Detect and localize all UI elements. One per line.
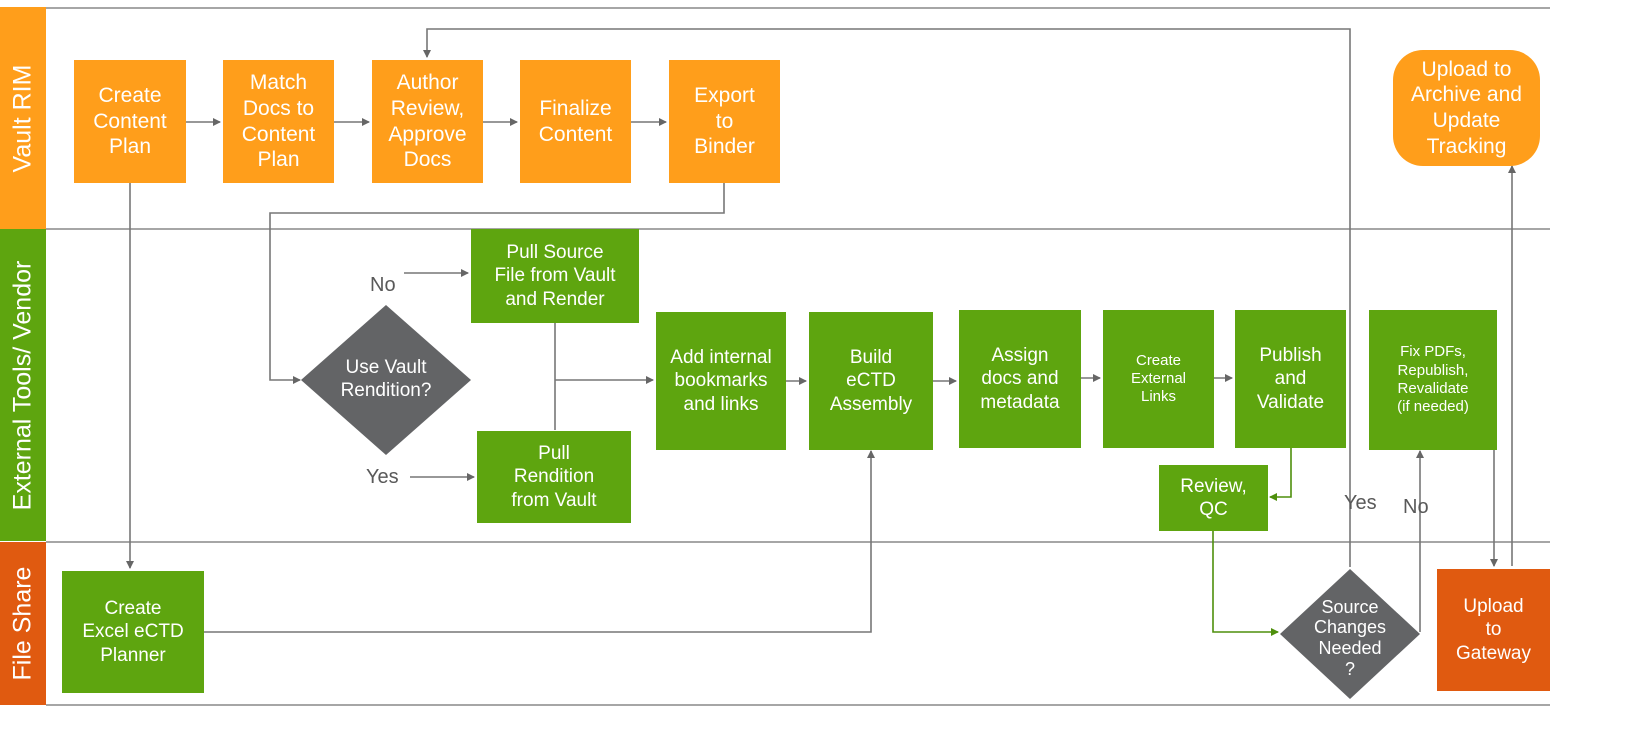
label-no-right: No xyxy=(1403,496,1429,518)
arrow-export-to-decision xyxy=(269,183,725,384)
node-build-ectd: Build eCTD Assembly xyxy=(809,312,933,450)
node-pull-rendition: Pull Rendition from Vault xyxy=(477,431,631,523)
label-yes-bottom: Yes xyxy=(366,466,399,488)
node-add-bookmarks: Add internal bookmarks and links xyxy=(656,312,786,450)
node-export-binder: Export to Binder xyxy=(669,60,780,183)
lane-border-top xyxy=(46,7,1550,9)
node-use-vault-rendition-text: Use Vault Rendition? xyxy=(340,357,432,401)
decision-use-vault-rendition xyxy=(301,305,471,455)
node-create-excel-planner: Create Excel eCTD Planner xyxy=(62,571,204,693)
node-finalize-content: Finalize Content xyxy=(520,60,631,183)
arrow-publish-to-review xyxy=(1269,448,1292,501)
node-assign-docs: Assign docs and metadata xyxy=(959,310,1081,448)
lane-border-bottom xyxy=(46,704,1550,706)
node-publish-validate: Publish and Validate xyxy=(1235,310,1346,448)
arrow-review-to-decision xyxy=(1212,531,1279,636)
lane-label-file-share: File Share xyxy=(0,542,46,705)
label-yes-right: Yes xyxy=(1344,492,1377,514)
node-create-external-links: Create External Links xyxy=(1103,310,1214,448)
lane-label-vault-rim: Vault RIM xyxy=(0,7,46,229)
lane-label-external-tools: External Tools/ Vendor xyxy=(0,229,46,541)
node-source-changes-text: Source Changes Needed ? xyxy=(1313,596,1387,679)
arrow-planner-to-build xyxy=(204,450,875,633)
arrow-yes-loop-to-author xyxy=(423,28,1351,567)
node-create-content-plan: Create Content Plan xyxy=(74,60,186,183)
node-pull-source: Pull Source File from Vault and Render xyxy=(471,229,639,323)
label-no-top: No xyxy=(370,274,396,296)
node-match-docs: Match Docs to Content Plan xyxy=(223,60,334,183)
lane-border-2 xyxy=(46,541,1550,543)
node-author-review: Author Review, Approve Docs xyxy=(372,60,483,183)
node-upload-gateway: Upload to Gateway xyxy=(1437,569,1550,691)
node-fix-pdfs: Fix PDFs, Republish, Revalidate (if need… xyxy=(1369,310,1497,450)
node-review-qc: Review, QC xyxy=(1159,465,1268,531)
decision-source-changes xyxy=(1280,569,1420,699)
lane-border-1 xyxy=(46,228,1550,230)
node-upload-archive: Upload to Archive and Update Tracking xyxy=(1393,50,1540,166)
